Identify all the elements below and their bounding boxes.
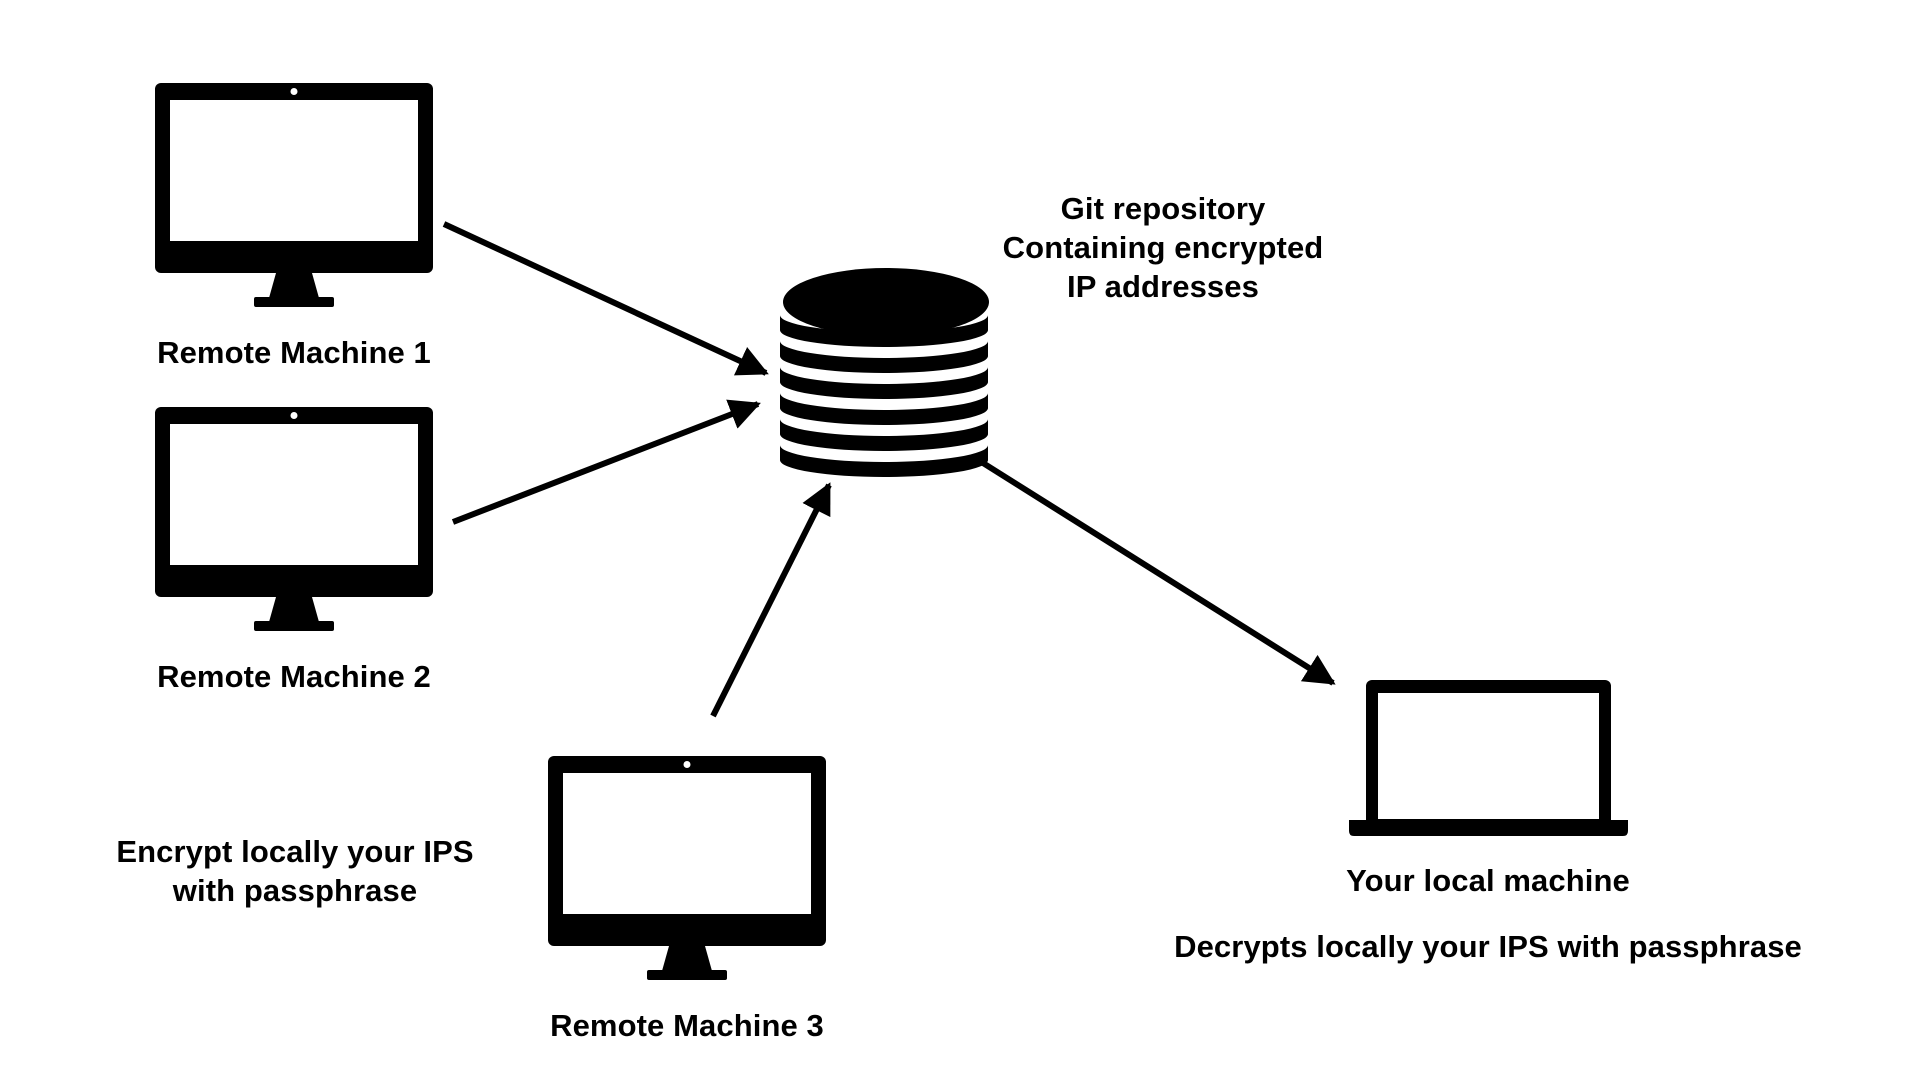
repository-label-line-1: Git repository bbox=[1060, 191, 1266, 226]
encrypt-note: Encrypt locally your IPS with passphrase bbox=[116, 832, 473, 910]
desktop-monitor-icon bbox=[155, 407, 433, 631]
remote-machine-1-label: Remote Machine 1 bbox=[157, 335, 431, 370]
remote-machine-3-node bbox=[548, 756, 826, 980]
local-machine-label: Your local machine bbox=[1346, 863, 1630, 898]
desktop-monitor-icon bbox=[548, 756, 826, 980]
remote-machine-1-node bbox=[155, 83, 433, 307]
remote-machine-2-node bbox=[155, 407, 433, 631]
repository-label-line-2: Containing encrypted bbox=[1003, 228, 1324, 267]
remote-machine-2-label: Remote Machine 2 bbox=[157, 659, 431, 694]
edge-remote-3-to-repository bbox=[710, 482, 832, 718]
repository-label: Git repository Containing encrypted IP a… bbox=[1003, 189, 1324, 306]
edge-repository-to-local bbox=[981, 460, 1336, 686]
database-icon bbox=[780, 268, 989, 477]
encrypt-note-line-1: Encrypt locally your IPS bbox=[116, 834, 474, 869]
desktop-monitor-icon bbox=[155, 83, 433, 307]
edge-remote-1-to-repository bbox=[442, 221, 769, 376]
decrypt-note: Decrypts locally your IPS with passphras… bbox=[1174, 929, 1802, 964]
laptop-icon bbox=[1349, 680, 1628, 836]
repository-label-line-2-bold: encrypted bbox=[1174, 230, 1324, 265]
remote-machine-3-label: Remote Machine 3 bbox=[550, 1008, 824, 1043]
edge-remote-2-to-repository bbox=[451, 399, 761, 525]
edges bbox=[442, 221, 1336, 718]
repository-label-line-3: IP addresses bbox=[1067, 269, 1259, 304]
repository-label-line-2-prefix: Containing bbox=[1002, 230, 1175, 265]
encrypt-note-line-2: with passphrase bbox=[172, 873, 418, 908]
